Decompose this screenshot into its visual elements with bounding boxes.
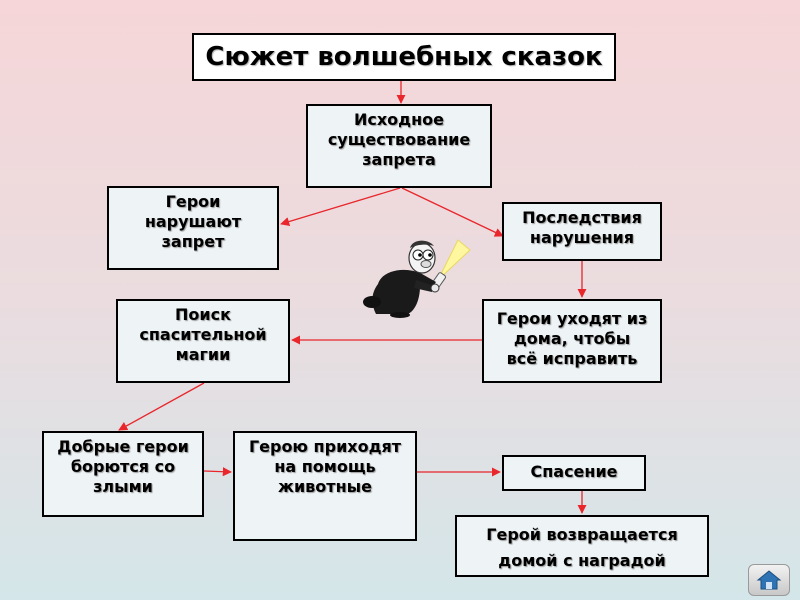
node-animals-help: Герою приходят на помощь животные: [233, 431, 417, 541]
node-animals-help-label: Герою приходят на помощь животные: [248, 437, 402, 496]
node-consequences: Последствия нарушения: [502, 202, 662, 261]
detective-with-flashlight-icon: [363, 239, 471, 318]
home-icon: [756, 570, 782, 590]
arrow-initial-to-heroes: [280, 187, 401, 226]
node-good-heroes-fight: Добрые герои борются со злыми: [42, 431, 204, 517]
node-rescue: Спасение: [502, 455, 646, 491]
node-initial-prohibition: Исходное существование запрета: [306, 104, 492, 188]
node-search-magic-label: Поиск спасительной магии: [139, 305, 267, 364]
node-heroes-break-prohibition: Герои нарушают запрет: [107, 186, 279, 270]
diagram-title-text: Сюжет волшебных сказок: [205, 42, 603, 72]
node-heroes-break-prohibition-label: Герои нарушают запрет: [144, 192, 242, 251]
node-hero-returns-label: Герой возвращается домой с наградой: [486, 525, 678, 570]
arrow-good-to-animals: [203, 467, 232, 477]
arrow-initial-to-consequences: [401, 187, 504, 237]
node-heroes-leave-home: Герои уходят из дома, чтобы всё исправит…: [482, 299, 662, 383]
node-search-magic: Поиск спасительной магии: [116, 299, 290, 383]
node-hero-returns: Герой возвращается домой с наградой: [455, 515, 709, 577]
diagram-title: Сюжет волшебных сказок: [192, 33, 616, 81]
node-heroes-leave-home-label: Герои уходят из дома, чтобы всё исправит…: [496, 309, 648, 368]
node-initial-prohibition-label: Исходное существование запрета: [327, 110, 471, 169]
node-rescue-label: Спасение: [530, 462, 618, 481]
home-nav-button[interactable]: [748, 564, 790, 596]
node-good-heroes-fight-label: Добрые герои борются со злыми: [57, 437, 189, 496]
arrow-search-to-good: [118, 382, 205, 431]
node-consequences-label: Последствия нарушения: [522, 208, 642, 247]
